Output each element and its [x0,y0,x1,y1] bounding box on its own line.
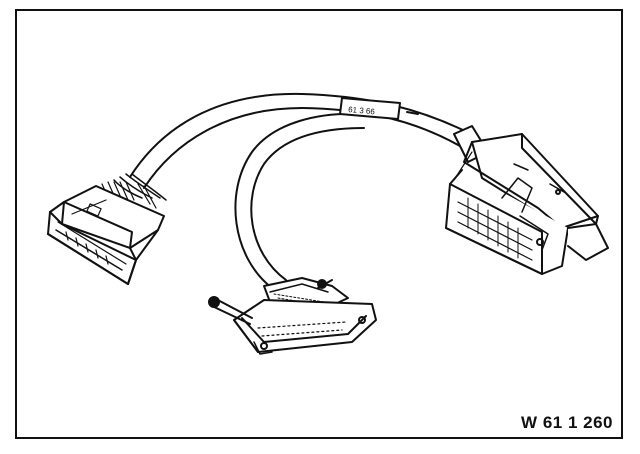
diagnostic-plug-right [445,125,609,275]
main-cable [129,92,468,189]
figure-reference-code: W 61 1 260 [521,413,613,432]
rectangular-connector-left [47,173,167,285]
cable-label-text: 61 3 66 [348,105,376,116]
figure-frame: 61 3 66 [15,9,623,439]
adapter-cable-illustration: 61 3 66 [47,92,609,355]
d-sub-connector [208,277,377,355]
cable-label-sleeve: 61 3 66 [339,97,419,120]
branch-cable [234,112,365,289]
